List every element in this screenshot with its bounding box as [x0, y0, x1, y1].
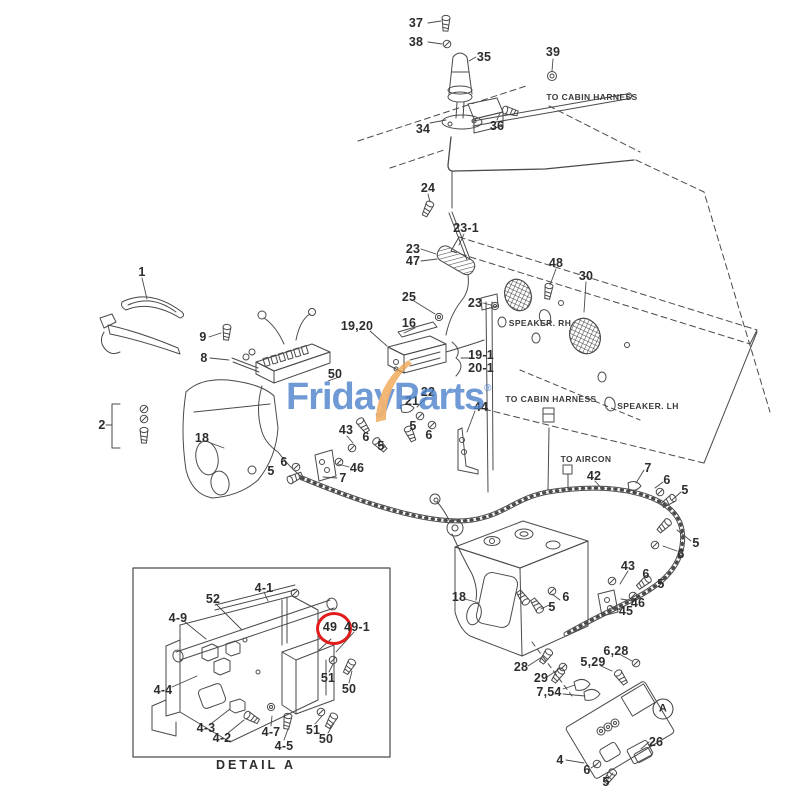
part-number-label: 36 [489, 119, 505, 133]
part-number-label: 6 [642, 567, 650, 581]
part-number-label: 47 [405, 254, 421, 268]
cab-pillar [480, 293, 499, 493]
part-number-label: 23-1 [453, 221, 479, 235]
part-number-label: 6 [425, 428, 433, 442]
part-number-label: 2 [98, 418, 106, 432]
part-number-label: 50 [318, 732, 334, 746]
part-number-label: 20-1 [468, 361, 494, 375]
part-number-label: 35 [476, 50, 492, 64]
reference-circle-label: A [652, 698, 674, 720]
text-label: TO CABIN HARNESS [546, 92, 638, 102]
part-number-label: 1 [138, 265, 146, 279]
part-number-label: 30 [578, 269, 594, 283]
part-number-label: 5 [548, 600, 556, 614]
part-number-label: 5 [409, 419, 417, 433]
part-number-label: 19,20 [340, 319, 374, 333]
part-number-label: 6 [663, 473, 671, 487]
part-number-label: 49-1 [344, 620, 370, 634]
part-number-label: 7 [339, 471, 347, 485]
part-number-label: 5 [657, 577, 665, 591]
right-tank [429, 493, 654, 657]
part-number-label: 24 [420, 181, 436, 195]
part-number-label: 8 [200, 351, 208, 365]
part-number-label: 23 [405, 242, 421, 256]
part-number-label: 5 [267, 464, 275, 478]
part-number-label: 34 [415, 122, 431, 136]
part-number-label: 44 [473, 400, 489, 414]
part-number-label: 39 [545, 45, 561, 59]
part-number-label: 4-2 [212, 731, 232, 745]
part-number-label: 5 [681, 483, 689, 497]
main-harness [302, 407, 683, 697]
part-number-label: 19-1 [468, 348, 494, 362]
part-number-label: 7,54 [536, 685, 562, 699]
part-number-label: 4-3 [196, 721, 216, 735]
radio-assembly [387, 321, 485, 377]
part-number-label: 26 [648, 735, 664, 749]
mid-left-hardware [285, 416, 389, 486]
part-number-label: 5 [377, 439, 385, 453]
part-number-label: 46 [349, 461, 365, 475]
detail-a-box [132, 567, 391, 758]
part-number-label: 18 [451, 590, 467, 604]
part-number-label: 50 [341, 682, 357, 696]
part-number-label: 4-9 [168, 611, 188, 625]
part-number-label: 49 [322, 620, 338, 634]
left-body-fusebox [182, 308, 331, 499]
part-number-label: 46 [630, 596, 646, 610]
highlight-circle-49 [316, 612, 352, 645]
part-number-label: 25 [401, 290, 417, 304]
part-number-label: 43 [338, 423, 354, 437]
text-label: SPEAKER. LH [617, 401, 679, 411]
part-number-label: 6 [583, 763, 591, 777]
part-number-label: 29 [533, 671, 549, 685]
part-number-label: 5,29 [580, 655, 606, 669]
part-number-label: 22 [420, 385, 436, 399]
part-number-label: 5 [692, 536, 700, 550]
cab-wall [450, 236, 758, 464]
part-number-label: 45 [618, 604, 634, 618]
part-number-label: 6 [677, 547, 685, 561]
part-number-label: 21 [404, 394, 420, 408]
part-number-label: 4 [556, 753, 564, 767]
part-number-label: 50 [327, 367, 343, 381]
wiper-lever-group [99, 296, 260, 449]
part-number-label: 48 [548, 256, 564, 270]
part-number-label: 4-5 [274, 739, 294, 753]
part-number-label: 6 [362, 430, 370, 444]
part-number-label: 4-7 [261, 725, 281, 739]
part-number-label: 18 [194, 431, 210, 445]
part-number-label: 51 [320, 671, 336, 685]
part-number-label: 16 [401, 316, 417, 330]
part-number-label: 4-1 [254, 581, 274, 595]
part-number-label: 38 [408, 35, 424, 49]
part-number-label: 37 [408, 16, 424, 30]
antenna-assembly [420, 199, 500, 336]
part-number-label: 51 [305, 723, 321, 737]
part-number-label: 6,28 [603, 644, 629, 658]
part-number-label: 4-4 [153, 683, 173, 697]
text-label: SPEAKER. RH [508, 318, 572, 328]
part-number-label: 23 [467, 296, 483, 310]
part-number-label: 6 [562, 590, 570, 604]
part-number-label: 42 [586, 469, 602, 483]
part-number-label: 9 [199, 330, 207, 344]
part-number-label: 6 [280, 455, 288, 469]
text-label: TO AIRCON [560, 454, 612, 464]
leader-lines [105, 20, 692, 780]
part-number-label: 7 [644, 461, 652, 475]
part-number-label: 52 [205, 592, 221, 606]
part-number-label: 28 [513, 660, 529, 674]
part-number-label: 5 [602, 775, 610, 789]
part-number-label: 43 [620, 559, 636, 573]
text-label: TO CABIN HARNESS [505, 394, 597, 404]
detail-a-caption: DETAIL A [215, 758, 297, 772]
